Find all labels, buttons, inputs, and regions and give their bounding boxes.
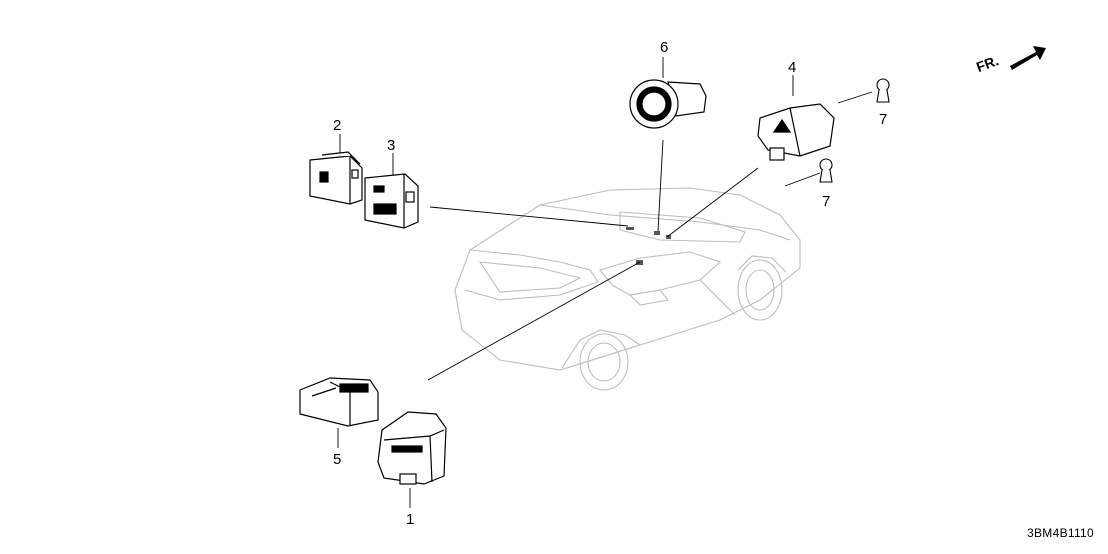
callout-5: 5: [333, 451, 342, 468]
callout-7b: 7: [822, 193, 831, 210]
diagram-code: 3BM4B1110: [1027, 526, 1094, 540]
start-button-icon: [629, 79, 707, 129]
clip-icon: [819, 158, 833, 183]
switch-part-icon: [364, 173, 419, 229]
clip-icon: [876, 78, 890, 103]
callout-4: 4: [788, 59, 797, 76]
vehicle-outline: [454, 187, 801, 391]
callout-2: 2: [333, 117, 342, 134]
switch-part-icon: [299, 377, 379, 427]
hazard-switch-icon: [757, 103, 835, 161]
callout-1: 1: [406, 511, 415, 528]
callout-3: 3: [387, 137, 396, 154]
callout-7a: 7: [879, 111, 888, 128]
leader-lines: [337, 57, 873, 508]
callout-6: 6: [660, 39, 669, 56]
front-arrow-icon: [1010, 46, 1046, 70]
switch-part-icon: [309, 151, 363, 205]
switch-part-icon: [377, 411, 447, 485]
